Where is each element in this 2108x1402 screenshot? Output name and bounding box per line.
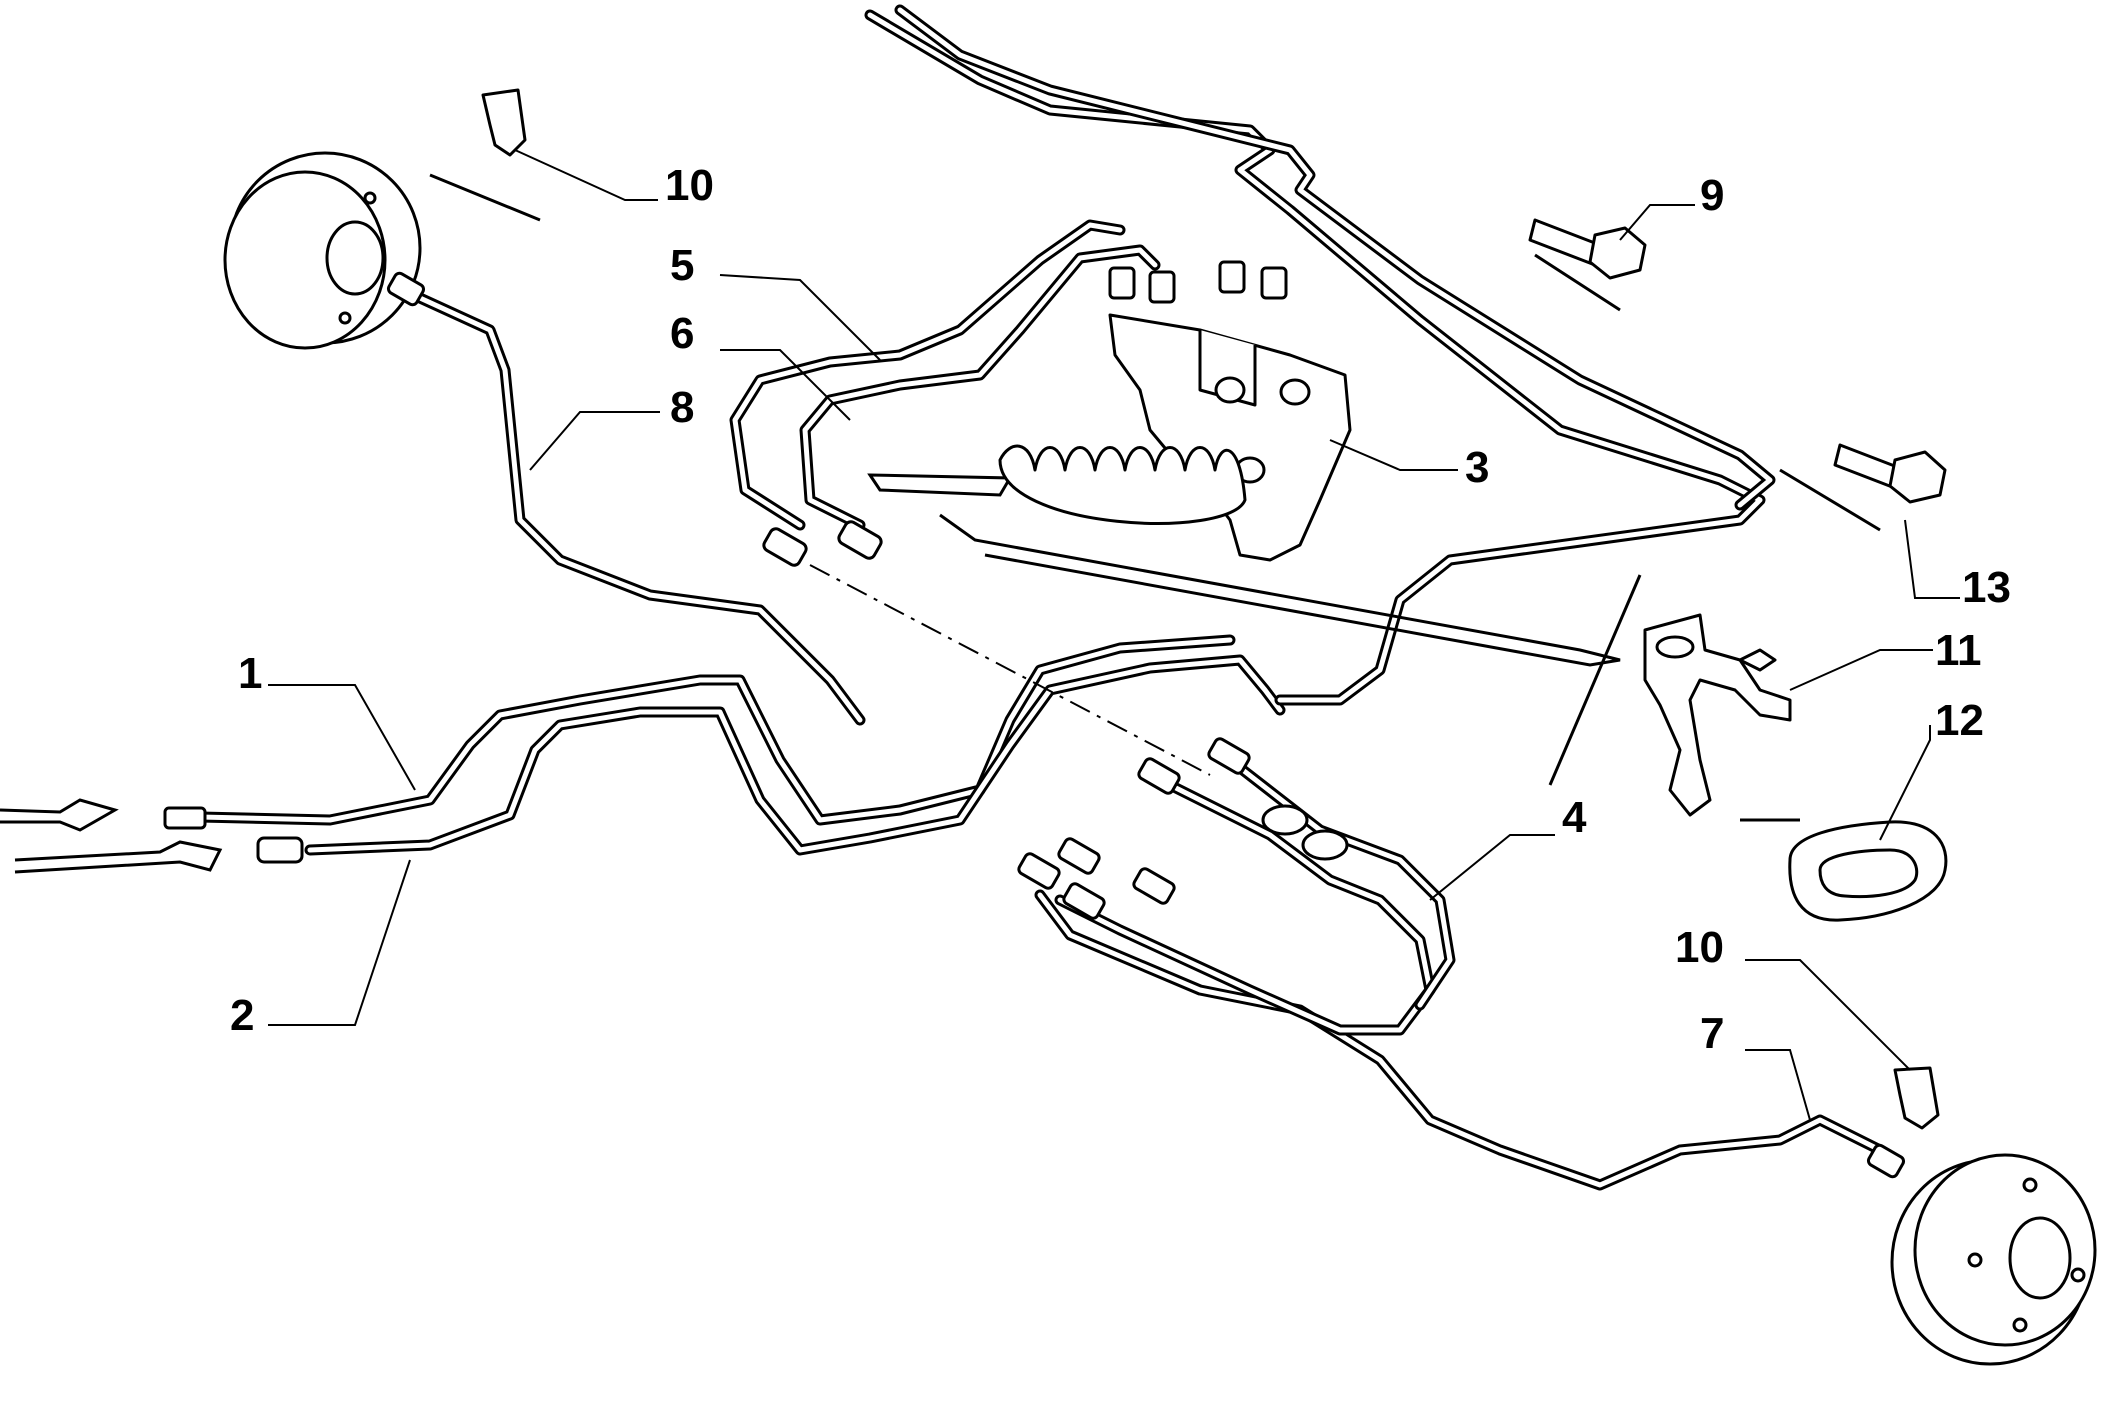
grommet-12 (1788, 820, 1948, 922)
callout-5: 5 (670, 241, 694, 290)
callout-11: 11 (1935, 626, 1982, 675)
callout-3: 3 (1465, 443, 1489, 492)
brake-drum-right (1890, 1153, 2097, 1366)
callout-2: 2 (230, 991, 254, 1040)
leader-lines (268, 149, 1960, 1121)
regulator-spring (867, 444, 1621, 667)
callout-9: 9 (1700, 171, 1724, 220)
callout-10-top: 10 (665, 161, 714, 210)
callout-1: 1 (238, 649, 262, 698)
clip-10-bottom (1893, 1066, 1940, 1130)
pipe-end-left (0, 798, 223, 874)
bolt-9 (1528, 218, 1647, 280)
bolt-13 (1833, 443, 1947, 504)
alignment-line (809, 564, 1211, 776)
bracket-11 (1643, 613, 1792, 817)
brake-drum-left (223, 151, 422, 350)
clip-10-top (481, 88, 527, 157)
callout-6: 6 (670, 309, 694, 358)
pipe-fittings (163, 271, 1906, 1179)
callout-13: 13 (1962, 563, 2011, 612)
callout-8: 8 (670, 383, 694, 432)
callout-7: 7 (1700, 1009, 1724, 1058)
pressure-regulator-valve (1108, 260, 1352, 562)
flexible-hoses (1054, 754, 1456, 1036)
callout-10-bottom: 10 (1675, 923, 1724, 972)
reference-lines (429, 173, 1881, 822)
callout-4: 4 (1562, 793, 1587, 842)
callout-labels: 1 2 3 4 5 6 7 8 9 10 10 11 12 13 (230, 161, 2011, 1058)
callout-12: 12 (1935, 696, 1984, 745)
rigid-brake-pipes (194, 4, 1886, 1191)
